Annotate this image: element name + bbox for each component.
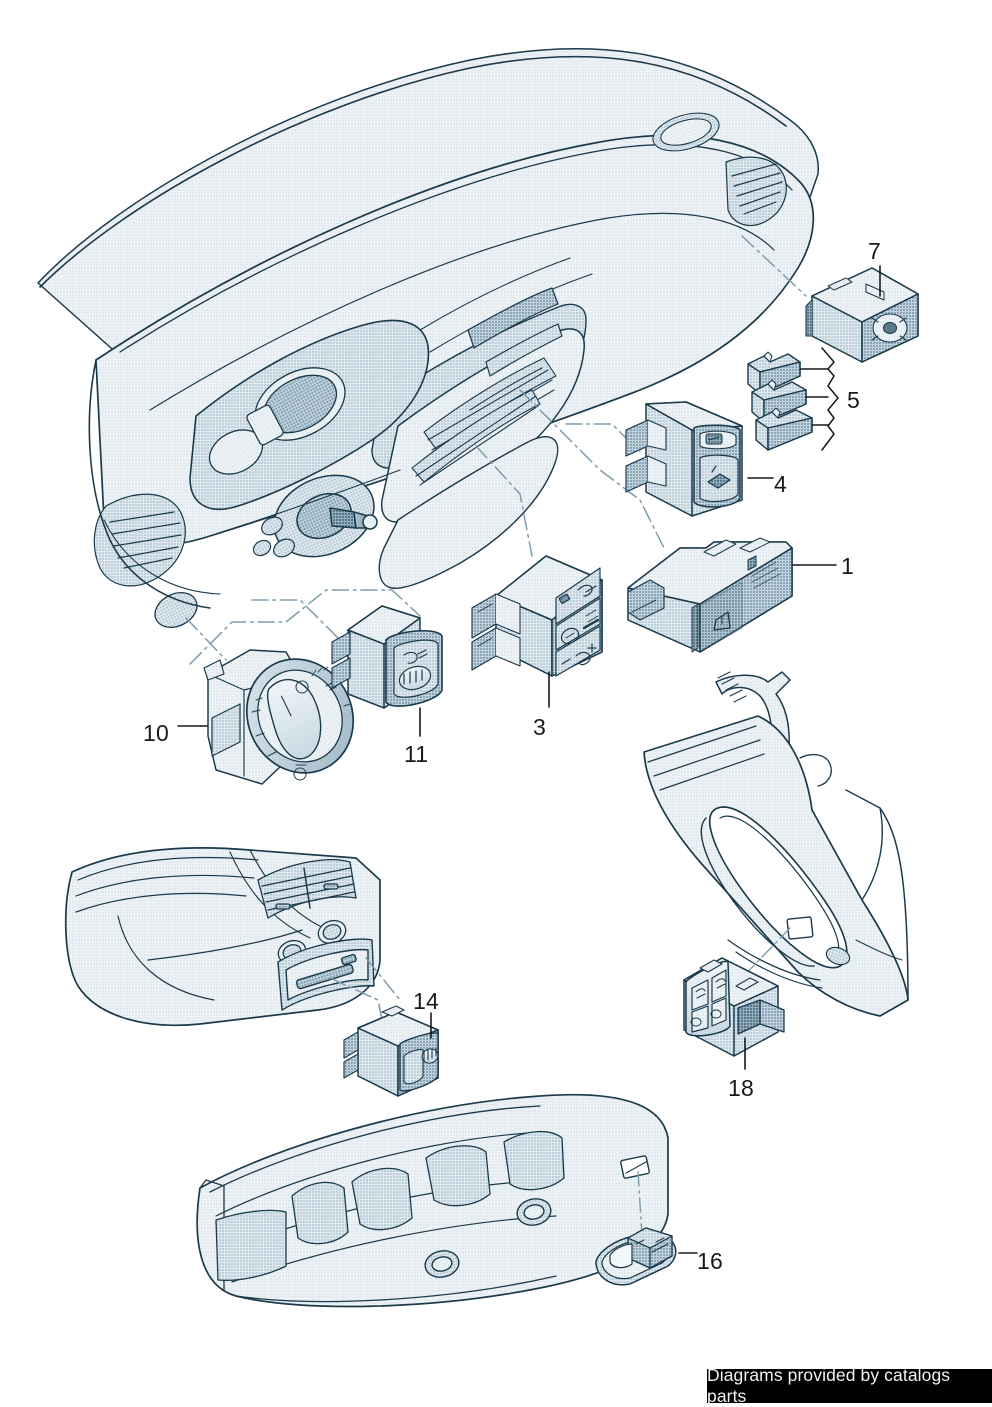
watermark-text: Diagrams provided by catalogs parts [707,1365,951,1406]
callout-leaders [177,265,881,1254]
part-3-multifunction-switch-block [471,555,603,677]
part-4-window-mirror-switch [625,401,743,517]
callout-label-11: 11 [404,741,429,767]
part-1-hazard-warning-switch [627,537,793,653]
part-10-headlight-rotary-switch [203,649,355,785]
door-trim-panel [643,671,909,1017]
callout-label-3: 3 [533,714,546,740]
part-14-rear-console-switch [343,1005,439,1097]
part-18-door-window-switch-panel [683,957,785,1057]
part-5-blanking-caps [747,347,839,451]
callout-label-4: 4 [774,471,787,497]
callout-label-7: 7 [868,238,881,264]
part-16-tailgate-release-switch [595,1227,677,1286]
part-11-headlight-range-adjuster [331,605,443,709]
callout-label-10: 10 [143,720,169,746]
callout-label-18: 18 [728,1075,754,1101]
callout-label-5: 5 [847,387,860,413]
callout-label-14: 14 [413,988,439,1014]
callout-label-16: 16 [697,1248,723,1274]
watermark-banner: Diagrams provided by catalogs parts [707,1365,992,1406]
instrument-panel-dashboard [37,47,820,628]
rear-centre-console [64,846,381,1027]
callout-label-1: 1 [841,553,854,579]
assembly-guide-lines [185,235,807,665]
tailgate-trim-panel [196,1093,669,1308]
part-7-rotary-mirror-switch [805,267,919,363]
